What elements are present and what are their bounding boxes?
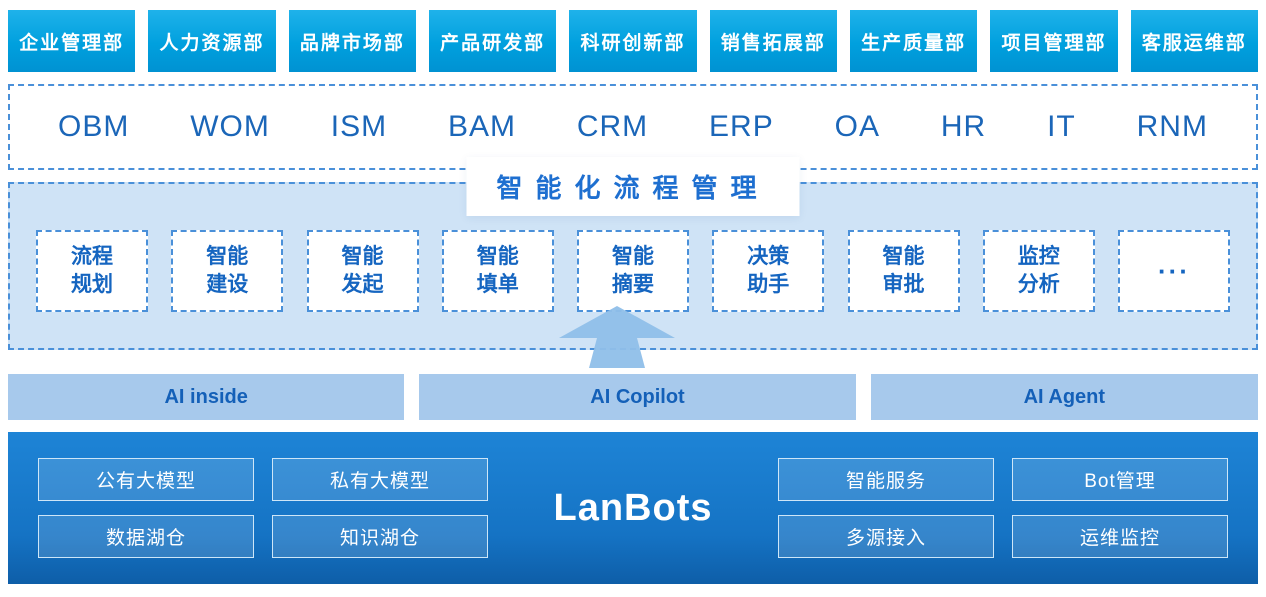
process-item-label: 智能审批 xyxy=(882,244,925,296)
platform-item-box: Bot管理 xyxy=(1012,458,1228,501)
systems-row: OBM WOM ISM BAM CRM ERP OA HR IT RNM xyxy=(8,84,1258,170)
department-box: 生产质量部 xyxy=(849,10,978,72)
process-item-label: 智能填单 xyxy=(476,244,519,296)
platform-item-label: 运维监控 xyxy=(1079,528,1160,549)
department-label: 企业管理部 xyxy=(19,32,125,54)
ai-bar-label: AI Agent xyxy=(1023,385,1106,408)
process-item-box: 流程规划 xyxy=(36,230,148,312)
process-item-label: 智能发起 xyxy=(341,244,384,296)
department-label: 产品研发部 xyxy=(440,32,546,54)
platform-item-label: Bot管理 xyxy=(1084,471,1156,492)
platform-item-label: 多源接入 xyxy=(845,528,926,549)
ai-bar-label: AI Copilot xyxy=(590,385,685,408)
platform-title: LanBots xyxy=(553,486,713,529)
department-box: 企业管理部 xyxy=(8,10,136,72)
department-box: 产品研发部 xyxy=(428,10,557,72)
system-label: WOM xyxy=(190,110,270,143)
ai-layer-row: AI inside AI Copilot AI Agent xyxy=(8,374,1258,420)
up-arrow-icon xyxy=(559,306,675,368)
process-item-box: 智能审批 xyxy=(847,230,960,312)
platform-item-box: 数据湖仓 xyxy=(38,515,254,558)
process-item-label: 决策助手 xyxy=(747,244,790,296)
department-box: 销售拓展部 xyxy=(709,10,837,72)
process-item-label: 流程规划 xyxy=(71,244,113,296)
platform-left-group: 公有大模型 私有大模型 数据湖仓 知识湖仓 xyxy=(38,458,488,558)
process-items-row: 流程规划 智能建设 智能发起 智能填单 智能摘要 决策助手 智能审批 监控分析 … xyxy=(10,184,1256,312)
process-item-box: 智能填单 xyxy=(441,230,554,312)
process-item-label: 智能建设 xyxy=(206,244,249,296)
platform-item-label: 智能服务 xyxy=(845,471,926,492)
system-label: ISM xyxy=(330,110,388,143)
platform-item-box: 私有大模型 xyxy=(272,458,488,501)
platform-item-label: 私有大模型 xyxy=(329,471,430,492)
system-label: ERP xyxy=(709,110,774,143)
process-section-title: 智能化流程管理 xyxy=(466,157,800,216)
platform-item-box: 多源接入 xyxy=(778,515,994,558)
system-label: OA xyxy=(834,110,880,143)
department-row: 企业管理部 人力资源部 品牌市场部 产品研发部 科研创新部 销售拓展部 生产质量… xyxy=(8,10,1258,72)
department-label: 项目管理部 xyxy=(1001,32,1107,54)
department-label: 客服运维部 xyxy=(1141,32,1247,54)
process-item-label: 监控分析 xyxy=(1017,244,1060,296)
process-section: 智能化流程管理 流程规划 智能建设 智能发起 智能填单 智能摘要 决策助手 智能… xyxy=(8,157,1258,368)
platform-item-box: 公有大模型 xyxy=(38,458,254,501)
department-label: 科研创新部 xyxy=(580,32,686,54)
ai-agent-bar: AI Agent xyxy=(870,374,1258,420)
system-label: BAM xyxy=(447,110,516,143)
system-label: HR xyxy=(940,110,987,143)
ai-bar-label: AI inside xyxy=(164,385,248,408)
system-label: IT xyxy=(1047,110,1076,143)
process-item-more-box: ··· xyxy=(1118,230,1230,312)
department-box: 品牌市场部 xyxy=(288,10,416,72)
department-box: 人力资源部 xyxy=(148,10,276,72)
department-label: 品牌市场部 xyxy=(299,32,405,54)
platform-item-label: 数据湖仓 xyxy=(105,528,186,549)
platform-right-group: 智能服务 Bot管理 多源接入 运维监控 xyxy=(778,458,1228,558)
platform-item-label: 公有大模型 xyxy=(95,471,196,492)
department-label: 人力资源部 xyxy=(159,32,265,54)
platform-item-label: 知识湖仓 xyxy=(339,528,420,549)
process-item-label: 智能摘要 xyxy=(612,244,654,296)
department-label: 生产质量部 xyxy=(861,32,967,54)
process-item-box: 监控分析 xyxy=(982,230,1095,312)
system-label: CRM xyxy=(576,110,649,143)
department-box: 科研创新部 xyxy=(569,10,697,72)
platform-item-box: 知识湖仓 xyxy=(272,515,488,558)
department-box: 客服运维部 xyxy=(1130,10,1258,72)
department-box: 项目管理部 xyxy=(990,10,1118,72)
process-item-box: 智能发起 xyxy=(306,230,419,312)
system-label: OBM xyxy=(58,110,130,143)
system-label: RNM xyxy=(1136,110,1208,143)
department-label: 销售拓展部 xyxy=(720,32,826,54)
ai-inside-bar: AI inside xyxy=(8,374,405,420)
ai-copilot-bar: AI Copilot xyxy=(419,374,856,420)
platform-item-box: 运维监控 xyxy=(1012,515,1228,558)
process-item-box: 智能建设 xyxy=(171,230,284,312)
ellipsis-label: ··· xyxy=(1158,255,1190,286)
process-item-box: 决策助手 xyxy=(712,230,825,312)
process-item-box: 智能摘要 xyxy=(577,230,689,312)
platform-item-box: 智能服务 xyxy=(778,458,994,501)
platform-section: 公有大模型 私有大模型 数据湖仓 知识湖仓 LanBots 智能服务 Bot管理… xyxy=(8,432,1258,584)
